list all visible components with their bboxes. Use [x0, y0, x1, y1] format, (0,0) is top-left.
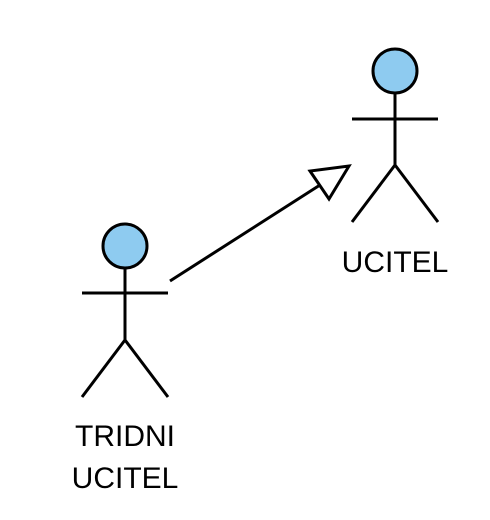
actor-right-leg [393, 164, 440, 223]
actor-left-leg [80, 339, 127, 398]
generalization-line [169, 183, 321, 283]
actor-right-leg [123, 339, 170, 398]
actor-label-line-1: TRIDNI [75, 420, 175, 453]
actor-head [101, 222, 149, 270]
actor-ucitel[interactable]: UCITEL [342, 47, 449, 279]
actor-label: UCITEL [342, 246, 449, 279]
actor-label-line-2: UCITEL [72, 462, 179, 495]
hollow-triangle-arrowhead [307, 164, 352, 202]
generalization-arrow[interactable] [169, 164, 352, 283]
actor-head [371, 47, 419, 95]
actor-left-leg [350, 164, 397, 223]
actor-tridni-ucitel[interactable]: TRIDNI UCITEL [72, 222, 179, 495]
